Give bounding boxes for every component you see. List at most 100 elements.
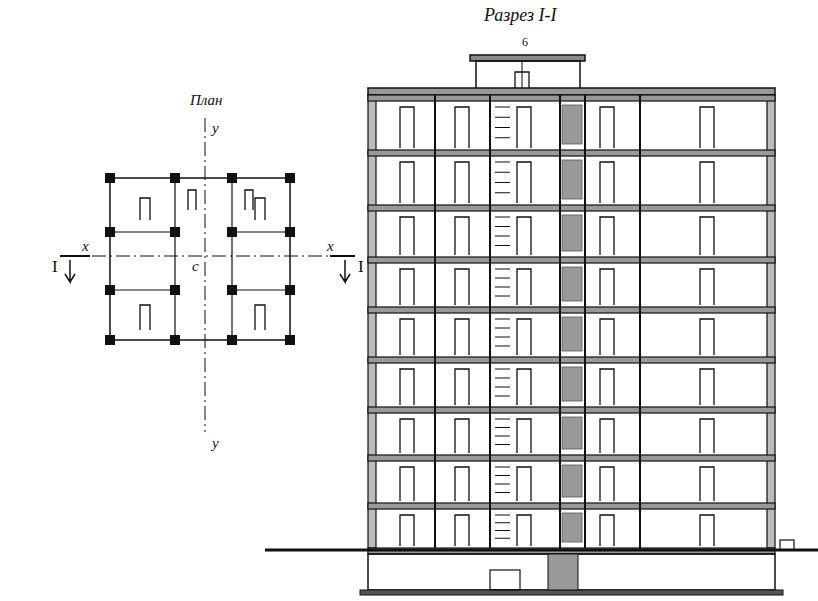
stair-flight <box>562 215 582 251</box>
column-section <box>105 285 115 295</box>
floor-slab <box>368 150 775 156</box>
floor-slab <box>368 357 775 363</box>
floor-slab <box>368 205 775 211</box>
stair-step <box>495 467 510 468</box>
partition-wall <box>110 231 175 232</box>
drawing-label: Разрез I-I <box>482 6 559 26</box>
stair-flight <box>562 417 582 449</box>
stair-step <box>495 484 510 485</box>
stair-flight <box>562 267 582 301</box>
door-symbol <box>700 419 714 453</box>
door-symbol <box>400 419 414 453</box>
stair-step <box>495 369 510 370</box>
door-symbol <box>517 162 531 203</box>
column-section <box>170 335 180 345</box>
partition-wall <box>231 178 232 340</box>
stair-step <box>495 182 510 183</box>
stair-step <box>495 427 510 428</box>
column-section <box>285 285 295 295</box>
stair-step <box>495 217 510 218</box>
door-symbol <box>455 162 469 203</box>
door-symbol <box>455 319 469 355</box>
door-symbol <box>140 305 150 330</box>
door-symbol <box>400 467 414 501</box>
column-section <box>105 227 115 237</box>
stair-step <box>495 319 510 320</box>
door-symbol <box>517 369 531 405</box>
partition-wall <box>110 289 175 290</box>
inner-wall <box>489 95 491 548</box>
stair-step <box>495 530 510 531</box>
stair-flight <box>562 367 582 401</box>
stair-step <box>495 419 510 420</box>
stair-step <box>495 192 510 193</box>
door-symbol <box>600 467 614 501</box>
column-section <box>285 173 295 183</box>
stair-step <box>495 278 510 279</box>
stair-flight <box>562 160 582 199</box>
stair-step <box>495 236 510 237</box>
stair-step <box>495 475 510 476</box>
outer-wall <box>767 95 775 548</box>
door-symbol <box>245 190 253 210</box>
door-symbol <box>400 162 414 203</box>
stair-step <box>495 444 510 445</box>
stair-step <box>495 328 510 329</box>
section-arrow <box>65 260 75 282</box>
door-symbol <box>455 107 469 148</box>
partition-wall <box>174 178 175 340</box>
door-symbol <box>600 269 614 305</box>
door-symbol <box>517 319 531 355</box>
partition-wall <box>232 231 290 232</box>
door-symbol <box>600 107 614 148</box>
drawing-label: c <box>190 258 201 275</box>
door-symbol <box>255 198 265 220</box>
door-symbol <box>455 515 469 546</box>
door-symbol <box>517 419 531 453</box>
door-symbol <box>600 419 614 453</box>
door-symbol <box>400 319 414 355</box>
door-symbol <box>700 217 714 255</box>
column-section <box>227 173 237 183</box>
door-symbol <box>600 217 614 255</box>
stair-step <box>495 387 510 388</box>
column-section <box>105 335 115 345</box>
stair-flight <box>562 465 582 497</box>
door-symbol <box>517 107 531 148</box>
door-symbol <box>400 107 414 148</box>
drawing-label: I <box>356 258 366 277</box>
entry-step <box>780 540 794 550</box>
door-symbol <box>600 369 614 405</box>
stair-step <box>495 538 510 539</box>
door-symbol <box>255 305 265 330</box>
door-symbol <box>517 515 531 546</box>
door-symbol <box>400 515 414 546</box>
section-mark <box>330 255 355 257</box>
drawing-label: y <box>210 120 221 137</box>
stair-step <box>495 107 510 108</box>
door-symbol <box>600 319 614 355</box>
plan-outline <box>110 178 290 340</box>
door-symbol <box>700 107 714 148</box>
column-section <box>170 173 180 183</box>
floor-slab <box>368 407 775 413</box>
inner-wall <box>584 95 586 548</box>
stair-step <box>495 287 510 288</box>
foundation <box>360 590 783 595</box>
stair-step <box>495 515 510 516</box>
roof-slab <box>470 55 585 61</box>
outer-wall <box>368 95 376 548</box>
roof-slab <box>368 88 775 95</box>
door-symbol <box>455 269 469 305</box>
door-symbol <box>517 217 531 255</box>
stair-flight <box>548 554 578 590</box>
inner-wall <box>559 95 561 548</box>
stair-step <box>495 296 510 297</box>
section-mark <box>60 255 90 257</box>
pit <box>490 570 520 590</box>
column-section <box>227 335 237 345</box>
door-symbol <box>700 467 714 501</box>
stair-step <box>495 117 510 118</box>
